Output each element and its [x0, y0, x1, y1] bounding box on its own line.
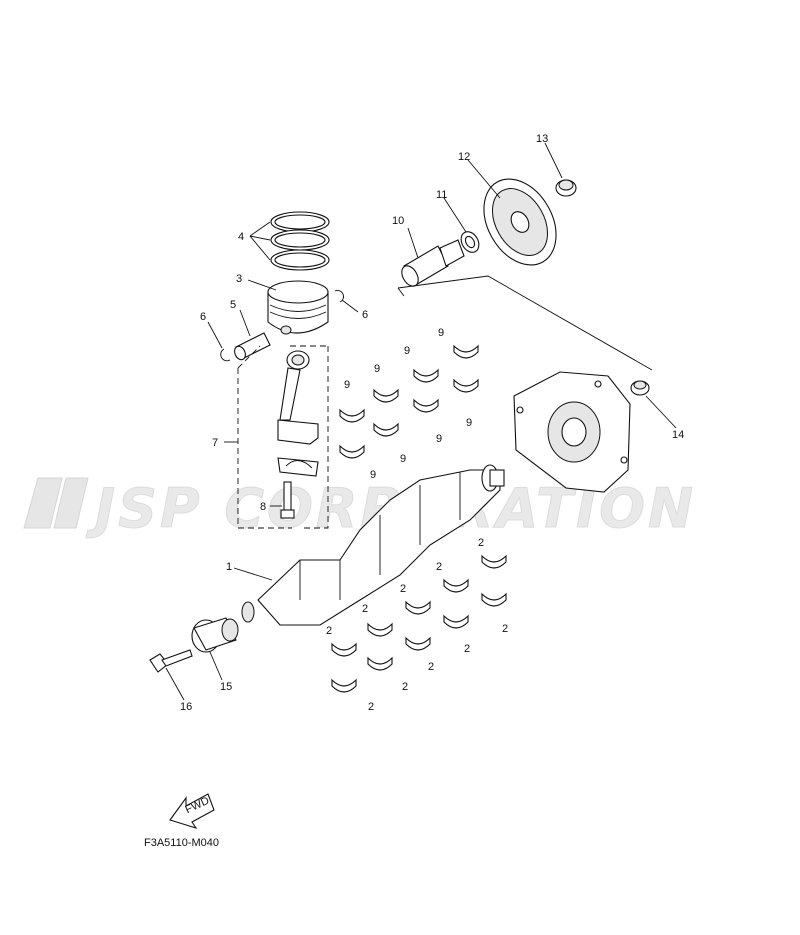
bearing-shell-2 — [443, 578, 469, 593]
bearing-shells-9 — [339, 344, 479, 459]
callout-11: 11 — [436, 189, 447, 201]
bearing-shell-2 — [481, 592, 507, 607]
callouts-2: 2 2 2 2 2 2 2 2 2 2 — [326, 537, 508, 713]
callout-4: 4 — [238, 231, 244, 243]
callout-2: 2 — [402, 681, 408, 693]
bearing-shell-9 — [373, 422, 399, 437]
callout-9: 9 — [370, 469, 376, 481]
callout-6-left: 6 — [200, 311, 206, 323]
callout-1: 1 — [226, 561, 232, 573]
callout-2: 2 — [478, 537, 484, 549]
callout-2: 2 — [368, 701, 374, 713]
bearing-shell-9 — [339, 408, 365, 423]
cap-14 — [630, 380, 650, 396]
piston-pin — [234, 332, 271, 361]
washer-11 — [460, 231, 480, 253]
callout-16: 16 — [180, 701, 192, 713]
callout-2: 2 — [464, 643, 470, 655]
callout-10: 10 — [392, 215, 404, 227]
bearing-shell-2 — [367, 656, 393, 671]
callout-9: 9 — [344, 379, 350, 391]
bearing-shells-2 — [331, 554, 507, 693]
bearing-shell-2 — [331, 642, 357, 657]
callouts-9: 9 9 9 9 9 9 9 9 — [344, 327, 472, 481]
callout-2: 2 — [400, 583, 406, 595]
callout-2: 2 — [362, 603, 368, 615]
watermark-logo-mark — [23, 477, 89, 529]
leader-lines — [165, 142, 677, 701]
callout-9: 9 — [400, 453, 406, 465]
conrod-bolt — [280, 481, 295, 519]
callouts: 1 4 3 5 6 6 7 8 10 11 12 13 14 15 16 999… — [180, 133, 684, 713]
rear-housing — [513, 371, 631, 493]
assembly-line — [397, 275, 653, 371]
callout-9: 9 — [404, 345, 410, 357]
diagram-code: F3A5110-M040 — [144, 837, 219, 849]
callout-9: 9 — [438, 327, 444, 339]
circlips — [220, 290, 344, 362]
callout-9: 9 — [436, 433, 442, 445]
callout-5: 5 — [230, 299, 236, 311]
bearing-shell-2 — [367, 622, 393, 637]
callout-3: 3 — [236, 273, 242, 285]
conrod-group-box — [237, 345, 329, 529]
bearing-shell-9 — [453, 378, 479, 393]
callout-8: 8 — [260, 501, 266, 513]
plug-13 — [555, 179, 577, 197]
callout-7: 7 — [212, 437, 218, 449]
bearing-shell-2 — [443, 614, 469, 629]
callout-2: 2 — [428, 661, 434, 673]
piston-rings — [270, 211, 330, 271]
bearing-shell-9 — [339, 444, 365, 459]
callout-9: 9 — [374, 363, 380, 375]
callout-2: 2 — [326, 625, 332, 637]
shaft-10 — [401, 239, 465, 287]
callout-2: 2 — [436, 561, 442, 573]
bearing-shell-9 — [413, 368, 439, 383]
piston — [267, 280, 329, 335]
bearing-shell-9 — [373, 388, 399, 403]
bearing-shell-2 — [481, 554, 507, 569]
callout-2: 2 — [502, 623, 508, 635]
callout-6-right: 6 — [362, 309, 368, 321]
needle-bearing-15 — [191, 617, 239, 653]
bolt-16 — [149, 649, 193, 673]
bearing-shell-2 — [331, 678, 357, 693]
flywheel-12 — [483, 178, 557, 266]
crankshaft — [241, 464, 505, 626]
callout-13: 13 — [536, 133, 548, 145]
fwd-arrow-icon: FWD — [169, 793, 215, 829]
callout-14: 14 — [672, 429, 684, 441]
bearing-shell-2 — [405, 600, 431, 615]
callout-12: 12 — [458, 151, 470, 163]
callout-15: 15 — [220, 681, 232, 693]
connecting-rod — [277, 350, 319, 477]
bearing-shell-9 — [413, 398, 439, 413]
bearing-shell-2 — [405, 636, 431, 651]
bearing-shell-9 — [453, 344, 479, 359]
callout-9: 9 — [466, 417, 472, 429]
